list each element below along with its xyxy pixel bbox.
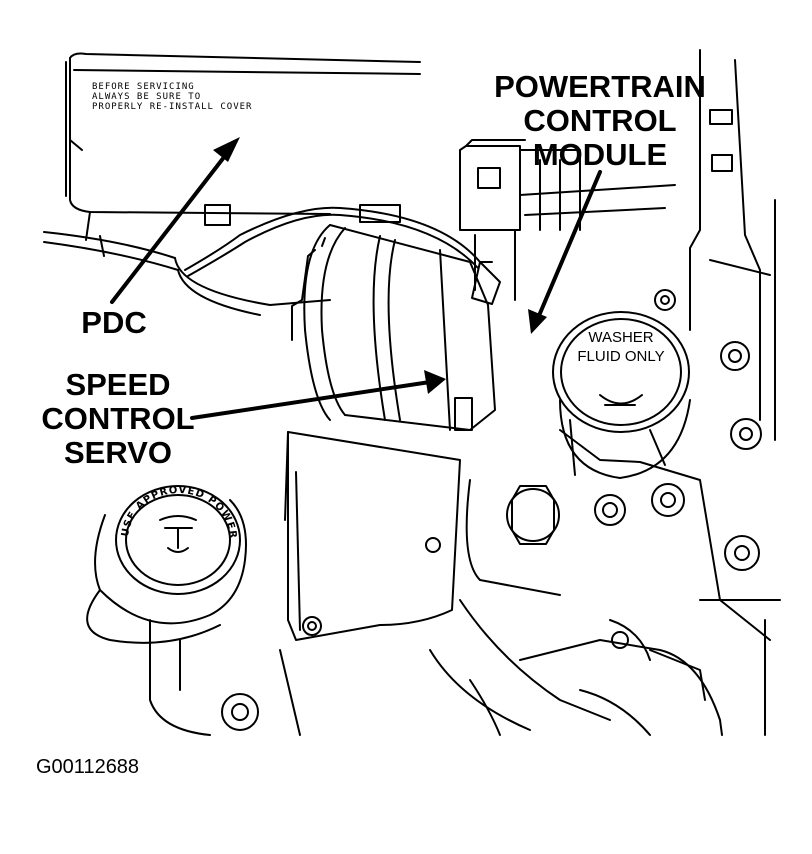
lower-engine bbox=[149, 429, 781, 736]
figure-id: G00112688 bbox=[36, 756, 140, 778]
pdc-leader-line bbox=[110, 150, 230, 304]
pdc-callout-label: PDC bbox=[81, 305, 147, 340]
ps-cap-text: USE APPROVED POWER STEERING FLUID bbox=[110, 478, 237, 540]
ps-cap-lettering: USE APPROVED POWER STEERING FLUID bbox=[110, 478, 238, 540]
washer-fluid-cap bbox=[552, 311, 691, 479]
pcm-arrowhead bbox=[528, 309, 547, 334]
pcm-callout-line2: CONTROL bbox=[523, 103, 677, 138]
pcm-connectors bbox=[204, 139, 676, 301]
servo-callout-line3: SERVO bbox=[64, 435, 172, 470]
servo-arrowhead bbox=[424, 370, 446, 394]
washer-cap-line2: FLUID ONLY bbox=[577, 348, 665, 365]
servo-callout-line1: SPEED bbox=[65, 367, 171, 402]
right-engine-block bbox=[689, 49, 776, 441]
svg-text:USE APPROVED POWER STEERING FL: USE APPROVED POWER STEERING FLUID bbox=[110, 478, 238, 540]
pdc-arrowhead bbox=[213, 137, 240, 162]
cover-warning-line1: BEFORE SERVICING bbox=[92, 82, 195, 92]
pcm-callout-line3: MODULE bbox=[532, 137, 668, 172]
washer-cap-text: WASHER FLUID ONLY bbox=[561, 328, 681, 366]
cover-warning-line3: PROPERLY RE-INSTALL COVER bbox=[92, 102, 253, 112]
cover-warning-line2: ALWAYS BE SURE TO bbox=[92, 92, 202, 102]
servo-bracket bbox=[284, 431, 461, 641]
pcm-callout-line1: POWERTRAIN bbox=[494, 69, 706, 104]
leader-lines bbox=[110, 150, 602, 420]
bolts bbox=[221, 289, 762, 731]
cover-warning-text: BEFORE SERVICING ALWAYS BE SURE TO PROPE… bbox=[92, 82, 252, 112]
power-steering-cap bbox=[86, 485, 247, 644]
pcm-callout-label: POWERTRAIN CONTROL MODULE bbox=[485, 70, 715, 172]
arrowheads bbox=[213, 137, 547, 394]
servo-callout-line2: CONTROL bbox=[41, 401, 195, 436]
washer-cap-line1: WASHER bbox=[588, 329, 654, 346]
servo-callout-label: SPEED CONTROL SERVO bbox=[38, 368, 198, 470]
pcm-leader-line bbox=[536, 170, 602, 320]
servo-leader-line bbox=[190, 380, 432, 420]
pdc-housing bbox=[65, 52, 421, 241]
wire-harness bbox=[43, 206, 501, 316]
